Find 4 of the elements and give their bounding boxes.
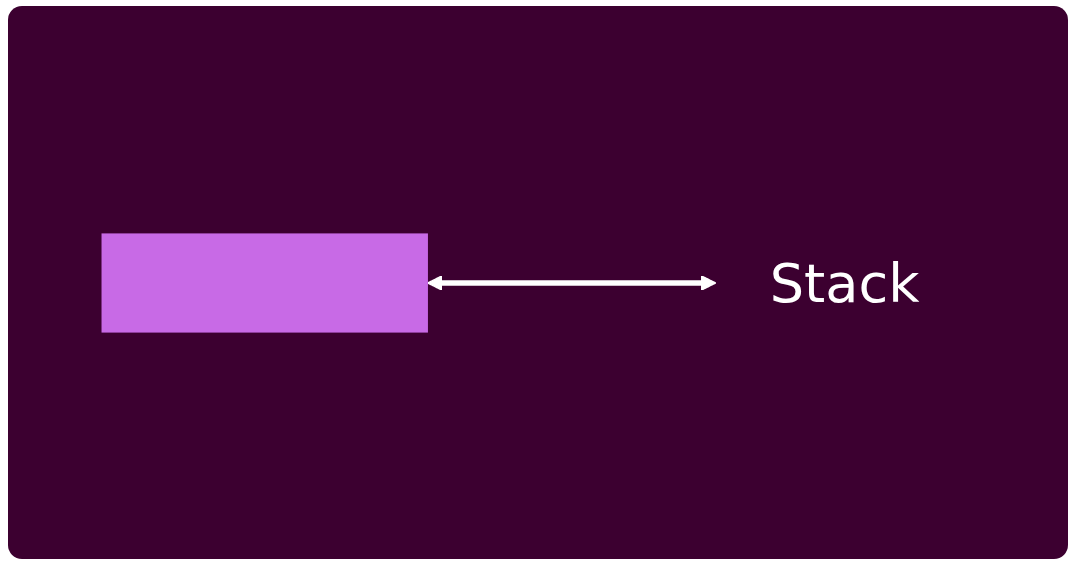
node-text: Stack <box>769 250 920 315</box>
card-background: Stack <box>8 6 1068 559</box>
arrow <box>427 274 717 291</box>
node-box <box>101 232 428 333</box>
